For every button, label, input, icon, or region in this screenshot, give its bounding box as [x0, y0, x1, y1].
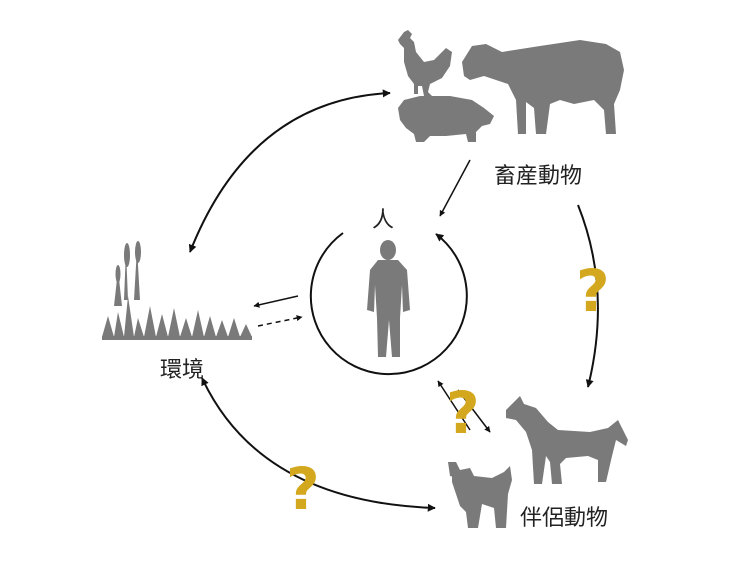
- chicken-icon: [398, 30, 452, 96]
- companion-label: 伴侶動物: [520, 506, 609, 531]
- human-companion-unknown-mark: ?: [446, 379, 480, 447]
- human-silhouette-icon: [367, 240, 410, 357]
- env-livestock-arrow: [188, 89, 391, 253]
- livestock-companion-unknown-mark: ?: [576, 257, 610, 325]
- environment-companion-unknown-mark: ?: [286, 455, 320, 523]
- grass-icon: [102, 241, 252, 340]
- cow-icon: [462, 40, 624, 134]
- companion-to-human-arrow: [437, 380, 471, 431]
- env-companion-arrow: [201, 377, 436, 512]
- cat-icon: [448, 462, 512, 528]
- human-to-env-arrow: [253, 295, 299, 308]
- human-label: 人: [372, 208, 395, 233]
- pig-icon: [398, 96, 494, 142]
- dog-icon: [506, 396, 628, 484]
- livestock-to-human-arrow: [439, 159, 471, 217]
- human-loop-arrow: [309, 232, 468, 376]
- human-to-companion-arrow: [457, 389, 491, 433]
- env-to-human-dashed-arrow: [257, 315, 303, 327]
- livestock-label: 畜産動物: [494, 164, 583, 189]
- livestock-companion-arrow: [577, 204, 599, 388]
- environment-label: 環境: [160, 358, 205, 383]
